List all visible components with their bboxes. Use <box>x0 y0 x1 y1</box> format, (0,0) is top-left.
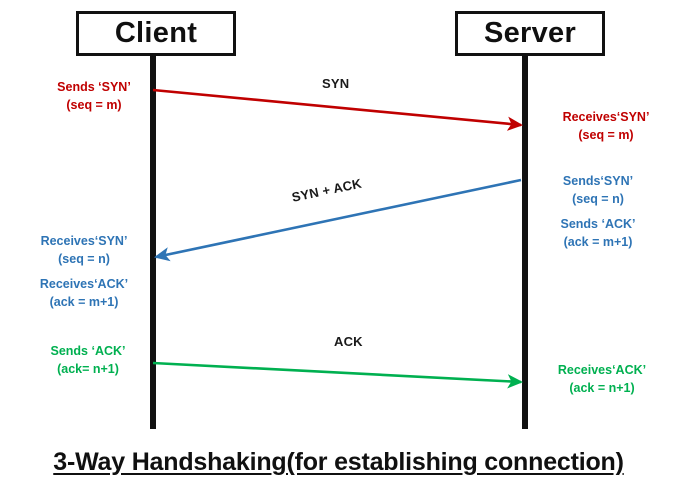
arrow-label-syn-ack: SYN + ACK <box>290 175 364 205</box>
arrow-ack <box>152 361 524 389</box>
server-node-box: Server <box>455 11 605 56</box>
note-line-2: (ack= n+1) <box>57 362 119 377</box>
note-line-1: Receives‘SYN’ <box>562 110 650 124</box>
server-node-label: Server <box>483 17 577 49</box>
client-node-box: Client <box>76 11 236 56</box>
note-line-2: (seq = n) <box>572 192 624 207</box>
note-line-2: (seq = m) <box>66 98 122 113</box>
note-line-2: (seq = m) <box>578 128 634 143</box>
arrow-label-ack: ACK <box>334 334 363 349</box>
note-server-sends-ack: Sends ‘ACK’ (ack = m+1) <box>528 215 668 251</box>
note-line-2: (seq = n) <box>58 252 110 267</box>
note-line-2: (ack = m+1) <box>563 235 633 250</box>
note-line-1: Sends ‘ACK’ <box>560 217 636 231</box>
arrow-syn <box>152 88 524 131</box>
note-line-2: (ack = n+1) <box>569 381 635 396</box>
note-line-1: Sends ‘ACK’ <box>50 344 126 358</box>
note-line-1: Receives‘ACK’ <box>39 277 129 291</box>
note-line-2: (ack = m+1) <box>49 295 119 310</box>
arrow-label-syn: SYN <box>322 76 350 91</box>
diagram-caption: 3-Way Handshaking(for establishing conne… <box>53 448 624 476</box>
note-server-receives-ack: Receives‘ACK’ (ack = n+1) <box>532 361 672 397</box>
note-line-1: Receives‘ACK’ <box>557 363 647 377</box>
note-server-sends-syn: Sends‘SYN’ (seq = n) <box>528 172 668 208</box>
server-lifeline <box>522 55 528 429</box>
note-client-sends-ack: Sends ‘ACK’ (ack= n+1) <box>18 342 158 378</box>
note-line-1: Receives‘SYN’ <box>40 234 128 248</box>
client-node-label: Client <box>114 17 198 49</box>
note-server-receives-syn: Receives‘SYN’ (seq = m) <box>536 108 676 144</box>
note-line-1: Sends‘SYN’ <box>562 174 634 188</box>
note-client-receives-syn: Receives‘SYN’ (seq = n) <box>14 232 154 268</box>
note-line-1: Sends ‘SYN’ <box>57 80 131 94</box>
note-client-receives-ack: Receives‘ACK’ (ack = m+1) <box>14 275 154 311</box>
note-client-sends-syn: Sends ‘SYN’ (seq = m) <box>24 78 164 114</box>
client-lifeline <box>150 55 156 429</box>
